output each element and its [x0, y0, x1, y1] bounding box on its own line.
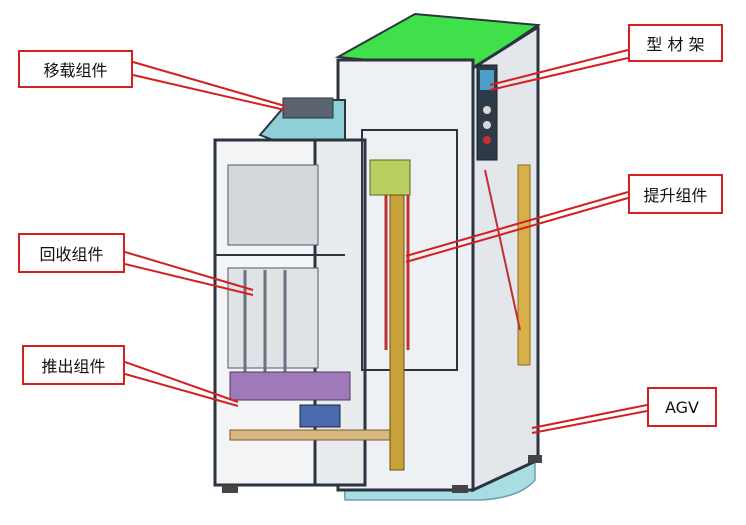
lift-frame: [361, 129, 458, 371]
leader-yizai: [132, 74, 286, 111]
foot: [222, 485, 238, 493]
control-button: [483, 136, 491, 144]
leader-huishou: [124, 263, 254, 296]
callout-tuichu: 推出组件: [22, 345, 125, 385]
lift-carriage: [369, 159, 411, 196]
foot: [452, 485, 468, 493]
cabinet-window: [227, 164, 319, 246]
cabinet-window: [227, 267, 319, 369]
leader-xingcai: [489, 49, 629, 86]
leader-agv: [531, 410, 648, 434]
control-button: [483, 121, 491, 129]
control-button: [483, 106, 491, 114]
control-screen: [480, 70, 494, 90]
leader-agv: [531, 404, 648, 429]
leader-yizai: [132, 61, 286, 107]
callout-tisheng: 提升组件: [628, 174, 723, 214]
leader-xingcai: [489, 57, 629, 91]
leader-huishou: [124, 251, 254, 291]
push-motor: [299, 404, 341, 428]
leader-tuichu: [124, 361, 239, 403]
leader-tisheng: [405, 191, 629, 257]
leader-tisheng: [405, 197, 629, 263]
callout-xingcai: 型 材 架: [628, 24, 723, 62]
callout-huishou: 回收组件: [18, 233, 125, 273]
callout-yizai: 移载组件: [18, 50, 133, 88]
foot: [528, 455, 542, 463]
lift-rail: [389, 194, 405, 471]
leader-tuichu: [124, 373, 239, 407]
callout-agv: AGV: [647, 387, 717, 427]
push-module: [229, 371, 351, 401]
transfer-block: [282, 97, 334, 119]
push-plate: [229, 429, 391, 441]
side-rail: [517, 164, 531, 366]
side-diagonal: [484, 169, 521, 331]
